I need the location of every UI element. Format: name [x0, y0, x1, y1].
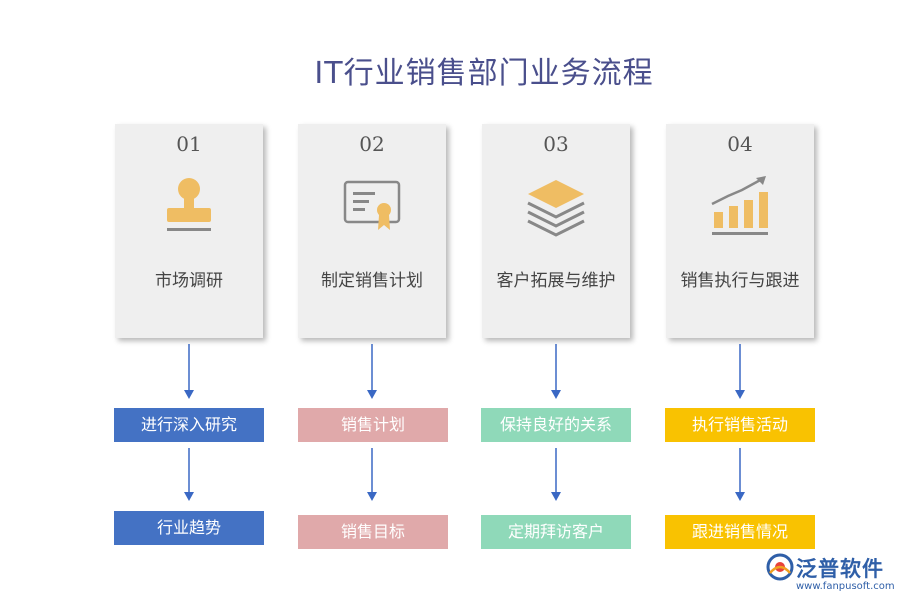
brand-logo: 泛普软件 www.fanpusoft.com — [766, 551, 896, 597]
step1-item-2: 行业趋势 — [114, 511, 264, 545]
growth-chart-icon — [711, 176, 768, 235]
step3-item-1: 保持良好的关系 — [481, 408, 631, 442]
step2-item-2: 销售目标 — [298, 515, 448, 549]
logo-name: 泛普软件 — [796, 557, 884, 581]
down-arrow-icon — [551, 344, 561, 399]
down-arrow-icon — [184, 344, 194, 399]
down-arrow-icon — [735, 448, 745, 501]
step-label: 销售执行与跟进 — [680, 271, 800, 291]
page-title: IT行业销售部门业务流程 — [314, 56, 654, 91]
step2-item-1: 销售计划 — [298, 408, 448, 442]
step-label: 市场调研 — [155, 271, 223, 291]
step4-item-1: 执行销售活动 — [665, 408, 815, 442]
down-arrow-icon — [551, 448, 561, 501]
step-card-3: 03 客户拓展与维护 — [482, 124, 630, 338]
step-number: 01 — [176, 132, 202, 156]
step-card-4: 04 销售执行与跟进 — [666, 124, 814, 338]
stamp-icon — [167, 178, 211, 231]
down-arrow-icon — [735, 344, 745, 399]
certificate-icon — [343, 180, 401, 230]
step-label: 客户拓展与维护 — [496, 271, 616, 291]
step4-item-2: 跟进销售情况 — [665, 515, 815, 549]
step1-item-1: 进行深入研究 — [114, 408, 264, 442]
step-card-1: 01 市场调研 — [115, 124, 263, 338]
logo-icon — [766, 553, 794, 581]
down-arrow-icon — [367, 448, 377, 501]
step-card-2: 02 制定销售计划 — [298, 124, 446, 338]
layers-icon — [527, 180, 585, 237]
step-label: 制定销售计划 — [321, 271, 423, 291]
step3-item-2: 定期拜访客户 — [481, 515, 631, 549]
step-number: 02 — [359, 132, 385, 156]
step-number: 04 — [727, 132, 753, 156]
down-arrow-icon — [184, 448, 194, 501]
step-number: 03 — [543, 132, 569, 156]
logo-url: www.fanpusoft.com — [796, 581, 895, 592]
down-arrow-icon — [367, 344, 377, 399]
